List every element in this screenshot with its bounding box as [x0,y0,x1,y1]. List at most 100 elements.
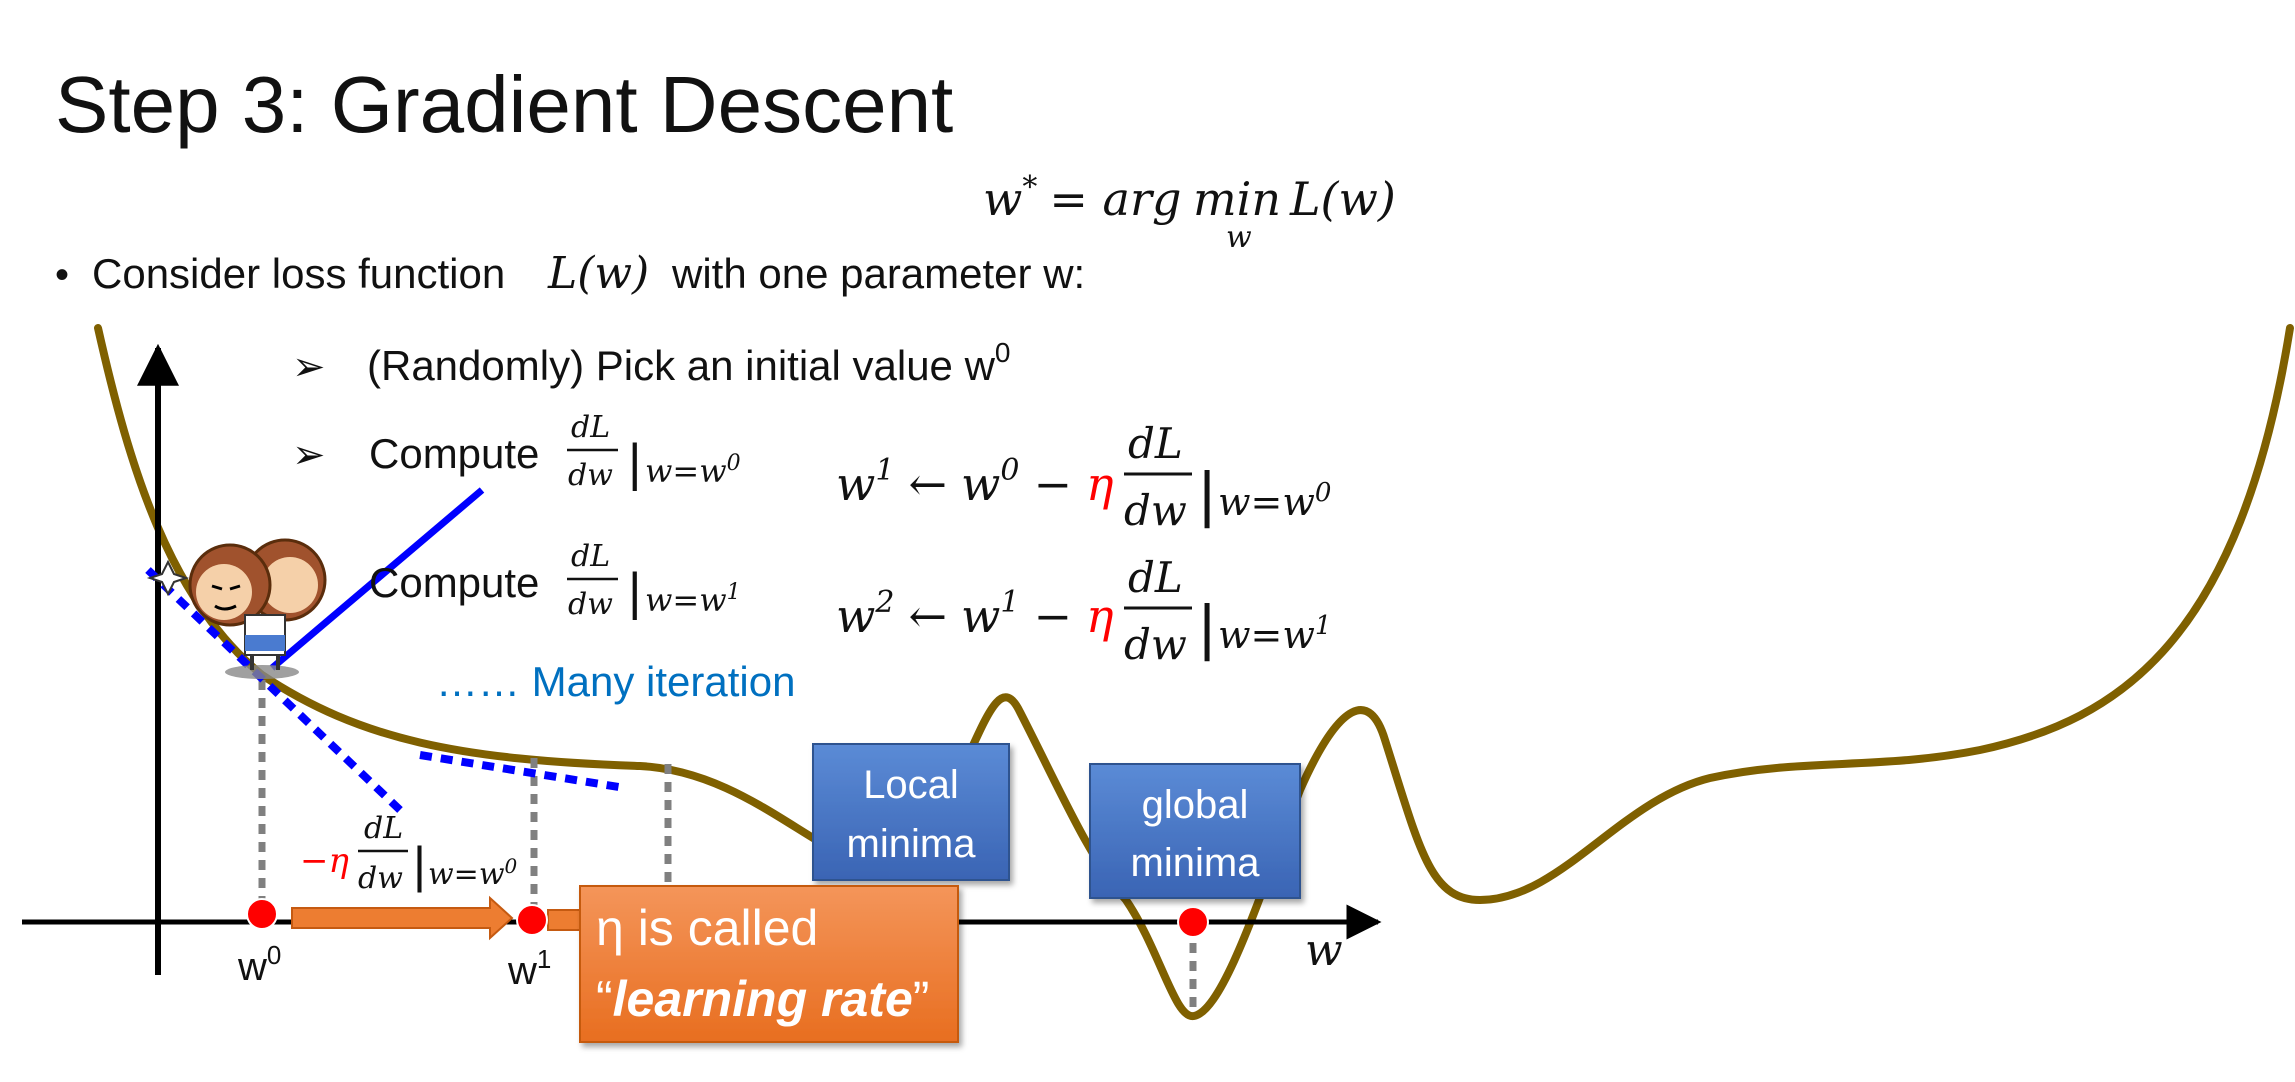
step-2-deriv-num: dL [571,410,610,445]
cartoon-character-icon [146,538,327,679]
step-2: ➢ Compute dL dw | w=w0 [292,410,741,493]
local-minima-line2: minima [847,822,977,866]
bullet-dot: • [55,253,69,297]
step-3-eval: w=w [645,581,727,619]
step-3-eval-sup: 1 [727,580,741,605]
step-1-text: (Randomly) Pick an initial value w [367,342,996,389]
update-2-eval-bar: | [1199,593,1215,662]
step-3-eval-bar: | [628,563,642,621]
bullet-line: • Consider loss function L(w) with one p… [55,248,1085,299]
local-minima-callout: Local minima [812,743,1010,881]
many-iteration-text: …… Many iteration [436,658,795,705]
update-2-deriv-num: dL [1128,553,1183,602]
step-1: ➢ (Randomly) Pick an initial value w0 [292,337,1011,389]
svg-text:“learning rate”: “learning rate” [596,971,929,1027]
step-2-arrow-icon: ➢ [292,433,326,477]
step-2-text: Compute [369,430,539,477]
svg-text:w*= arg: w* = arg [983,170,1181,226]
step-2-eval: w=w [645,452,727,490]
update-1-minus: − [1033,457,1072,511]
update-2-arrow: ← [908,589,947,643]
step-size-deriv-num: dL [364,811,403,846]
svg-text:(Randomly) Pick an initial val: (Randomly) Pick an initial value w0 [367,337,1011,389]
update-1-deriv-num: dL [1128,419,1183,468]
bullet-text-before: Consider loss function [92,250,505,297]
step-2-deriv-den: dw [568,458,613,493]
update-1-deriv-den: dw [1124,486,1187,535]
svg-text:w2←w1−η: w2←w1−η [836,585,1114,643]
update-1-lhs-sup: 1 [875,453,894,488]
svg-text:w=w0: w=w0 [645,451,741,490]
loss-curve [94,324,2294,1020]
global-minima-callout: global minima [1089,763,1301,899]
learning-rate-line1: η is called [596,900,818,956]
objective-star: * [1022,170,1037,205]
step-2-eval-sup: 0 [727,451,741,476]
tangent-line-w1 [419,751,626,792]
point-w1 [516,904,548,936]
step-size-neg-eta: −η [300,841,349,881]
step-3-deriv-den: dw [568,587,613,622]
step-size-eval-sup: 0 [505,854,518,878]
learning-rate-term: learning rate [613,971,913,1027]
learning-rate-close-quote: ” [913,971,930,1027]
tick-label-w0: w0 [237,940,281,989]
step-arrow-1 [291,895,514,941]
step-1-arrow-icon: ➢ [292,345,326,389]
tangent-line-w0 [145,567,403,813]
bullet-math: L(w) [547,248,649,299]
negative-gradient-direction-line [269,487,485,671]
point-global-min [1177,906,1209,938]
x-axis-label: w [1305,925,1343,976]
update-1-rhs: w [961,457,1000,511]
step-size-eval-bar: | [413,837,426,893]
update-2-eval: w=w [1218,613,1315,657]
step-size-eval: w=w [428,857,505,892]
update-rule-2: w2←w1−η dL dw | w=w1 [836,553,1331,669]
step-size-label: −η dL dw | w=w0 [300,811,518,896]
objective-min-sub: w [1226,220,1252,255]
update-1-eval-sup: 0 [1315,478,1332,508]
update-2-rhs-sup: 1 [1000,585,1019,620]
svg-text:w=w1: w=w1 [1218,611,1331,657]
bullet-text-after: with one parameter w: [671,250,1085,297]
objective-formula: w*= arg min w L(w) [983,170,1396,255]
update-rule-1: w1←w0−η dL dw | w=w0 [836,419,1331,535]
update-2-lhs-sup: 2 [874,585,894,620]
svg-text:w=w1: w=w1 [645,580,741,619]
update-1-eval-bar: | [1199,460,1215,529]
update-2-rhs: w [961,589,1000,643]
point-w0 [246,898,278,930]
objective-w: w [983,172,1022,226]
step-3-deriv-num: dL [571,539,610,574]
global-minima-line1: global [1142,783,1249,827]
objective-eq: = arg [1049,172,1181,226]
update-1-lhs: w [836,457,875,511]
local-minima-line1: Local [863,763,959,807]
objective-loss: L(w) [1289,172,1396,226]
tick-label-w1: w1 [507,944,551,993]
objective-min: min [1193,172,1281,226]
update-2-eta: η [1086,589,1114,643]
step-1-sup: 0 [995,337,1011,368]
update-2-eval-sup: 1 [1315,611,1332,641]
step-size-deriv-den: dw [358,861,403,896]
update-1-eval: w=w [1218,480,1315,524]
page-title: Step 3: Gradient Descent [55,60,953,149]
update-2-minus: − [1033,589,1072,643]
update-1-eta: η [1086,457,1114,511]
step-2-eval-bar: | [628,434,642,492]
update-2-lhs: w [836,589,875,643]
svg-text:w=w0: w=w0 [1218,478,1331,524]
update-1-arrow: ← [908,457,947,511]
global-minima-line2: minima [1131,841,1261,885]
update-1-rhs-sup: 0 [1000,453,1019,488]
svg-text:w1←w0−η: w1←w0−η [836,453,1114,511]
update-2-deriv-den: dw [1124,620,1187,669]
learning-rate-callout: η is called “learning rate” [579,885,959,1043]
step-3: Compute dL dw | w=w1 [369,539,741,622]
learning-rate-open-quote: “ [596,971,613,1027]
step-3-text: Compute [369,559,539,606]
svg-text:w=w0: w=w0 [428,854,518,892]
